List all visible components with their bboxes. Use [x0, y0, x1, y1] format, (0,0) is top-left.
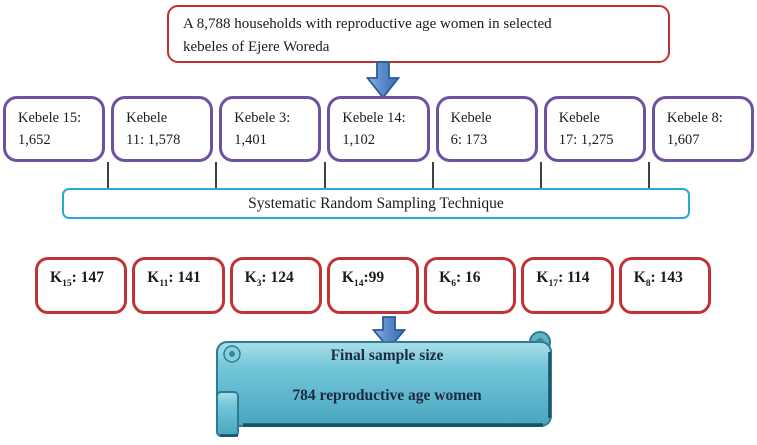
kebele-box-11: Kebele 11: 1,578 [111, 96, 214, 162]
total-households-box: A 8,788 households with reproductive age… [167, 5, 670, 63]
k-prefix: K [439, 269, 452, 286]
connector-line [324, 162, 326, 189]
final-sample-value: 784 reproductive age women [292, 387, 482, 404]
sample-box-k14: K14:99 [326, 257, 420, 314]
k-subscript: 3 [256, 278, 262, 290]
kebele-14-label: Kebele 14: [342, 110, 406, 126]
k-value: : 143 [650, 269, 683, 286]
kebele-15-value: 1,652 [18, 132, 51, 148]
k-prefix: K [341, 269, 354, 286]
kebele-14-value: 1,102 [342, 132, 376, 148]
sample-box-k8: K8: 143 [618, 257, 711, 314]
k-value: : 141 [168, 269, 201, 286]
kebele-box-15: Kebele 15: 1,652 [3, 96, 106, 162]
k-subscript: 11 [159, 278, 169, 290]
connector-line [540, 162, 542, 189]
k-value: :99 [363, 269, 385, 286]
k-value: : 16 [455, 269, 481, 286]
k-prefix: K [536, 269, 549, 286]
sample-box-k6: K6: 16 [424, 257, 517, 314]
connector-line [215, 162, 217, 189]
scroll-shape [216, 331, 552, 437]
kebele-6-value: 6: 173 [450, 132, 488, 148]
kebele-11-value: 11: 1,578 [126, 132, 181, 148]
connector-line [648, 162, 650, 189]
k-prefix: K [50, 269, 63, 286]
kebele-8-value: 1,607 [666, 132, 700, 148]
kebele-box-17: Kebele 17: 1,275 [543, 96, 646, 162]
kebele-box-3: Kebele 3: 1,401 [219, 96, 322, 162]
down-arrow-icon [372, 316, 406, 350]
final-sample-title: Final sample size [330, 347, 444, 364]
k-prefix: K [633, 269, 646, 286]
k-subscript: 8 [645, 278, 651, 290]
kebele-box-8: Kebele 8: 1,607 [651, 96, 754, 162]
kebele-3-value: 1,401 [234, 132, 267, 148]
kebele-17-value: 17: 1,275 [558, 132, 614, 148]
sample-box-k15: K15: 147 [35, 257, 128, 314]
k-value: : 147 [71, 269, 104, 286]
sample-row: K15: 147 K11: 141 K3: 124 K14:99 K6: 16 … [35, 257, 711, 314]
kebele-8-label: Kebele 8: [666, 110, 723, 126]
k-prefix: K [244, 269, 257, 286]
kebele-box-14: Kebele 14: 1,102 [327, 96, 430, 162]
sample-box-k17: K17: 114 [521, 257, 614, 314]
total-households-line-1: A 8,788 households with reproductive age… [183, 16, 552, 32]
down-arrow-icon [366, 61, 400, 99]
kebele-17-label: Kebele [558, 110, 600, 126]
final-sample-scroll: Final sample size 784 reproductive age w… [213, 330, 561, 442]
k-value: : 124 [261, 269, 294, 286]
sampling-technique-box: Systematic Random Sampling Technique [62, 188, 690, 219]
k-subscript: 14 [353, 278, 364, 290]
connector-line [107, 162, 109, 189]
total-households-line-2: kebeles of Ejere Woreda [183, 39, 330, 55]
kebele-6-label: Kebele [450, 110, 492, 126]
k-subscript: 17 [548, 278, 559, 290]
kebele-15-label: Kebele 15: [18, 110, 82, 126]
connector-line [432, 162, 434, 189]
k-subscript: 15 [62, 278, 72, 290]
kebele-row: Kebele 15: 1,652 Kebele 11: 1,578 Kebele… [3, 96, 754, 162]
kebele-box-6: Kebele 6: 173 [435, 96, 538, 162]
k-subscript: 6 [451, 278, 456, 290]
kebele-3-label: Kebele 3: [234, 110, 291, 126]
sample-box-k11: K11: 141 [132, 257, 225, 314]
kebele-11-label: Kebele [126, 110, 168, 126]
sample-box-k3: K3: 124 [229, 257, 322, 314]
k-value: : 114 [558, 269, 590, 286]
k-prefix: K [147, 269, 160, 286]
